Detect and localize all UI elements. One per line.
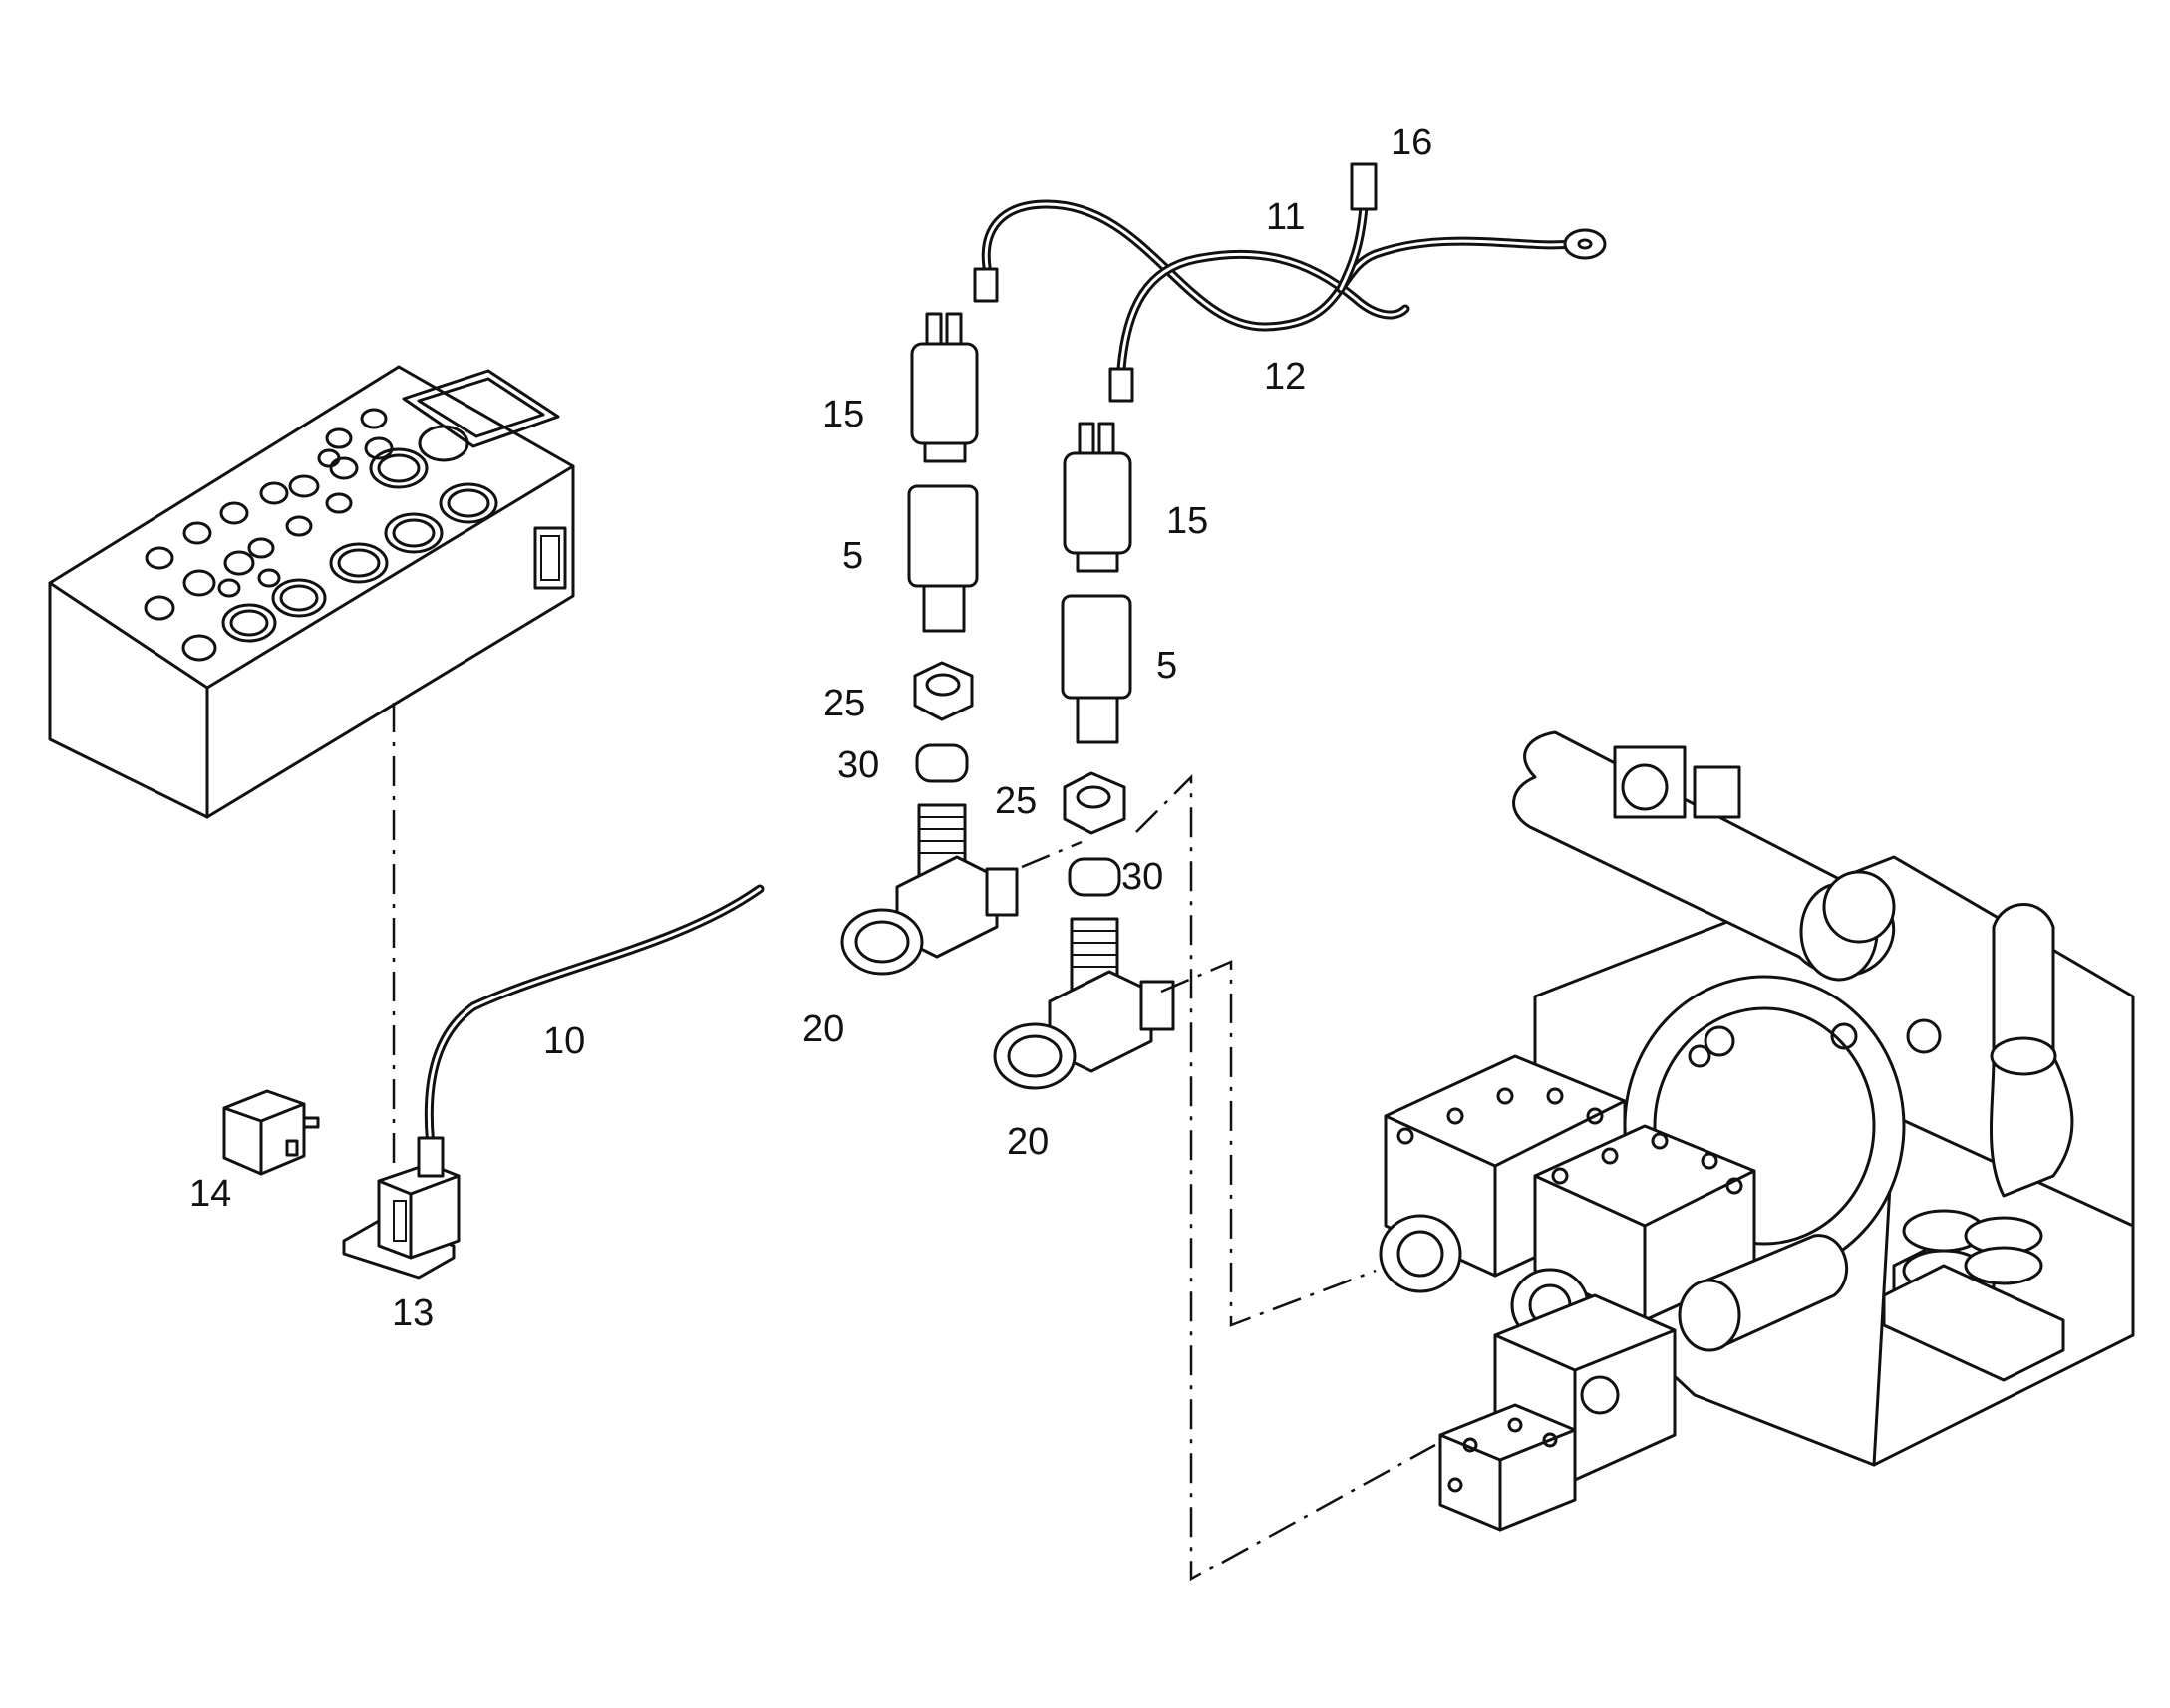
nut-25-right bbox=[1063, 771, 1126, 835]
adapter-5-left bbox=[907, 484, 979, 633]
callout-14: 14 bbox=[189, 1173, 231, 1215]
wire-harness-10 bbox=[417, 884, 765, 1178]
nut-25-left bbox=[913, 661, 974, 721]
leader-lines-to-pump bbox=[1021, 773, 1436, 1582]
engine-pump-assembly bbox=[1379, 730, 2135, 1532]
wire-harness-11-12 bbox=[973, 162, 1607, 403]
callout-5-left: 5 bbox=[842, 535, 863, 577]
seal-30-left bbox=[915, 743, 969, 783]
callout-30-right: 30 bbox=[1121, 856, 1163, 898]
callout-25-left: 25 bbox=[823, 683, 865, 724]
callout-10: 10 bbox=[543, 1020, 585, 1062]
relay-with-bracket bbox=[342, 1162, 461, 1280]
callout-11: 11 bbox=[1266, 196, 1305, 238]
callout-5-right: 5 bbox=[1156, 645, 1177, 687]
callout-20-left: 20 bbox=[802, 1008, 844, 1050]
terminal-11 bbox=[973, 267, 999, 303]
flasher-relay bbox=[222, 1089, 320, 1176]
pressure-switch-15-right bbox=[1063, 422, 1132, 573]
pressure-switch-15-left bbox=[910, 312, 979, 463]
seal-30-right bbox=[1068, 857, 1121, 897]
adapter-5-right bbox=[1061, 594, 1132, 744]
terminal-12 bbox=[1108, 367, 1134, 403]
tee-fitting-20-right bbox=[993, 917, 1175, 1090]
terminal-16 bbox=[1350, 162, 1378, 211]
callout-20-right: 20 bbox=[1007, 1121, 1049, 1163]
callout-13: 13 bbox=[392, 1292, 434, 1334]
callout-15-right: 15 bbox=[1166, 500, 1208, 542]
callout-12: 12 bbox=[1264, 356, 1306, 398]
instrument-panel-box bbox=[48, 365, 575, 819]
bolt-heads bbox=[1396, 1087, 1743, 1493]
callout-15-left: 15 bbox=[822, 394, 864, 435]
ring-terminal bbox=[1563, 228, 1607, 260]
callout-labels: 16 11 12 15 15 5 5 25 25 30 30 20 20 10 … bbox=[189, 122, 1432, 1334]
tee-fitting-20-left bbox=[840, 803, 1019, 976]
callout-16: 16 bbox=[1391, 122, 1432, 163]
callout-30-left: 30 bbox=[837, 744, 879, 786]
callout-25-right: 25 bbox=[995, 780, 1037, 822]
gauge-holes bbox=[144, 408, 498, 662]
